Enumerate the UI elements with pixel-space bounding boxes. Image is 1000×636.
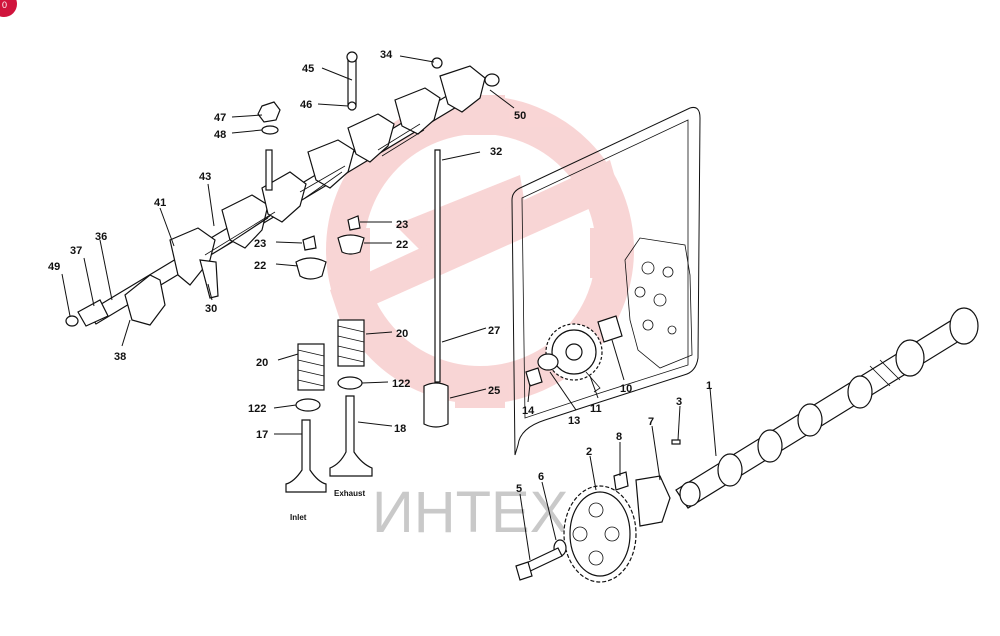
valve-spring-20b — [337, 319, 365, 367]
label-32: 32 — [490, 146, 502, 158]
valve-seal-122b — [337, 376, 363, 390]
label-20a: 20 — [396, 328, 408, 340]
label-122a: 122 — [392, 378, 410, 390]
timing-cover-inner — [521, 119, 689, 419]
idler-gear-assembly — [525, 315, 623, 393]
label-49: 49 — [48, 261, 60, 273]
label-22a: 22 — [396, 239, 408, 251]
camshaft — [671, 307, 979, 509]
exhaust-caption: Exhaust — [334, 489, 365, 498]
inlet-valve — [285, 419, 327, 493]
valve-cotter-23b — [302, 235, 317, 251]
label-23b: 23 — [254, 238, 266, 250]
rocker-shaft-assembly — [65, 51, 500, 327]
push-rod — [434, 149, 441, 383]
label-25: 25 — [488, 385, 500, 397]
label-23a: 23 — [396, 219, 408, 231]
label-27: 27 — [488, 325, 500, 337]
label-46: 46 — [300, 99, 312, 111]
label-47: 47 — [214, 112, 226, 124]
label-18: 18 — [394, 423, 406, 435]
exhaust-valve — [329, 395, 373, 477]
label-10: 10 — [620, 383, 632, 395]
valve-spring-20a — [297, 343, 325, 391]
label-34: 34 — [380, 49, 393, 61]
label-6: 6 — [538, 471, 544, 483]
label-7: 7 — [648, 416, 654, 428]
label-5: 5 — [516, 483, 522, 495]
spring-retainer-22a — [337, 234, 365, 255]
label-50: 50 — [514, 110, 526, 122]
timing-cover-panel — [511, 107, 701, 456]
label-11: 11 — [590, 403, 602, 415]
corner-badge-text: 0 — [2, 0, 7, 10]
label-38: 38 — [114, 351, 126, 363]
label-8: 8 — [616, 431, 622, 443]
label-30: 30 — [205, 303, 217, 315]
label-22b: 22 — [254, 260, 266, 272]
label-20b: 20 — [256, 357, 268, 369]
valve-cotter-23a — [347, 215, 361, 231]
label-2: 2 — [586, 446, 592, 458]
label-37: 37 — [70, 245, 82, 257]
leader-lines — [61, 55, 717, 561]
label-43: 43 — [199, 171, 211, 183]
spring-retainer-22b — [295, 257, 327, 280]
cylinder-block-fragment — [624, 237, 693, 369]
label-41: 41 — [154, 197, 166, 209]
label-14: 14 — [522, 405, 535, 417]
label-48: 48 — [214, 129, 226, 141]
label-36: 36 — [95, 231, 107, 243]
camshaft-gear-assembly — [515, 471, 671, 583]
label-122b: 122 — [248, 403, 266, 415]
label-45: 45 — [302, 63, 314, 75]
label-3: 3 — [676, 396, 682, 408]
label-13: 13 — [568, 415, 580, 427]
valve-seal-122a — [295, 398, 321, 412]
inlet-caption: Inlet — [290, 513, 307, 522]
corner-badge: 0 — [0, 0, 17, 17]
label-17: 17 — [256, 429, 268, 441]
tappet — [423, 382, 449, 428]
watermark-text: ИНТЕХ — [372, 480, 568, 545]
label-1: 1 — [706, 380, 712, 392]
